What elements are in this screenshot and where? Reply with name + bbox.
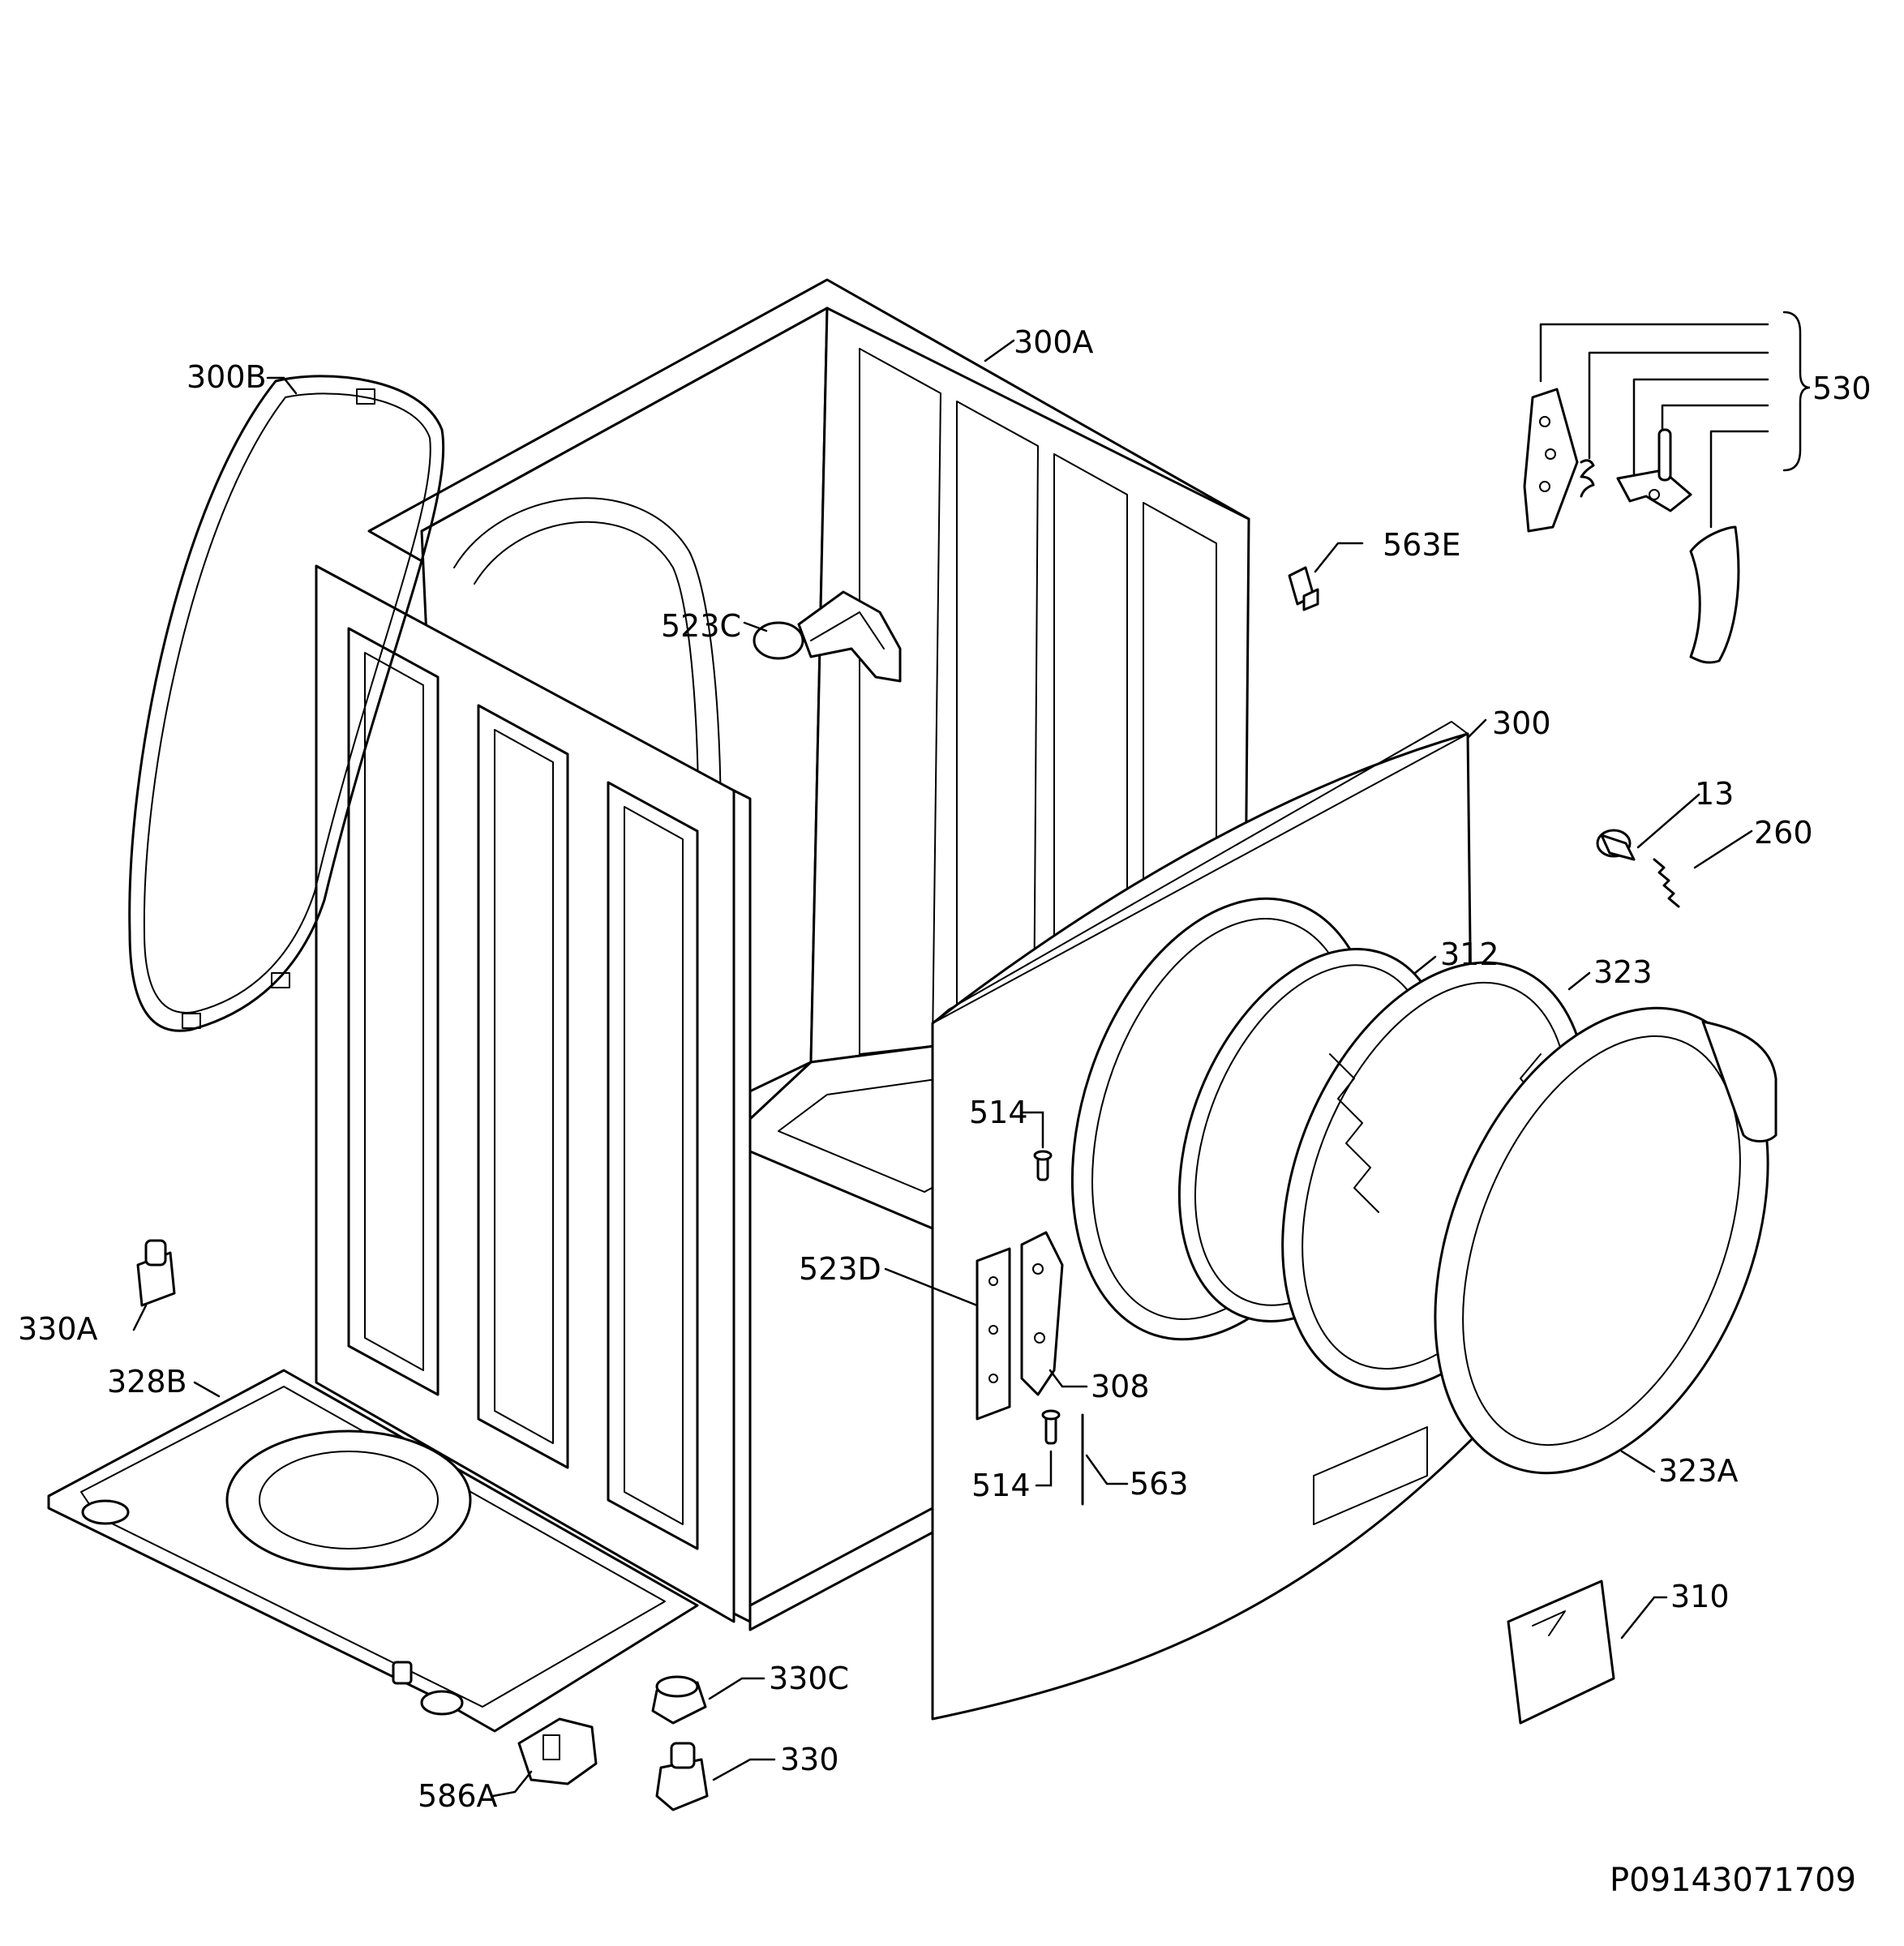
callout-330C: 330C: [769, 1661, 849, 1696]
callout-13: 13: [1695, 776, 1734, 812]
part-13-bushing: [1596, 829, 1636, 861]
callout-514-top: 514: [969, 1095, 1028, 1130]
callout-300B: 300B: [187, 359, 267, 395]
callout-310: 310: [1670, 1579, 1730, 1614]
callout-labels: 300B 300A 530 563E 523C 300 13 260 312 3…: [18, 324, 1872, 1814]
part-523D-hinge-plate: [976, 1247, 1011, 1421]
part-586A-valve: [517, 1717, 598, 1785]
callout-530: 530: [1812, 371, 1872, 406]
callout-323: 323: [1593, 954, 1653, 990]
callout-328B: 328B: [107, 1364, 187, 1399]
part-310-flap: [1507, 1580, 1615, 1725]
callout-563: 563: [1130, 1466, 1189, 1502]
part-308-hinge: [1020, 1231, 1064, 1396]
callout-300A: 300A: [1014, 324, 1094, 360]
callout-308: 308: [1091, 1369, 1150, 1404]
callout-330A: 330A: [18, 1311, 98, 1347]
part-328B-base: [47, 1369, 699, 1733]
callout-514-bottom: 514: [971, 1468, 1031, 1503]
part-514-screw-bottom: [1041, 1409, 1061, 1445]
side-panel: [315, 564, 735, 1623]
callout-523C: 523C: [661, 608, 741, 644]
part-300B-seal: [128, 375, 445, 1032]
leader-lines: [132, 311, 1811, 1798]
part-330C-nut: [651, 1675, 707, 1725]
part-563E-switch: [1288, 566, 1319, 611]
part-330-connector: [655, 1742, 709, 1811]
callout-330: 330: [780, 1742, 839, 1777]
callout-586A: 586A: [418, 1778, 498, 1814]
callout-323A: 323A: [1658, 1453, 1739, 1489]
diagram-reference-code: P09143071709: [1610, 1862, 1856, 1899]
callout-312: 312: [1440, 937, 1499, 972]
part-514-screw-top: [1033, 1150, 1053, 1181]
callout-300: 300: [1492, 705, 1551, 741]
callout-523D: 523D: [799, 1251, 881, 1287]
part-260-spring: [1653, 858, 1680, 908]
callout-260: 260: [1754, 815, 1813, 851]
part-323A-outer-ring: [1434, 1006, 1777, 1475]
part-530-lock-kit: [1523, 388, 1740, 664]
part-330A-connector: [136, 1239, 176, 1307]
callout-563E: 563E: [1383, 527, 1461, 563]
